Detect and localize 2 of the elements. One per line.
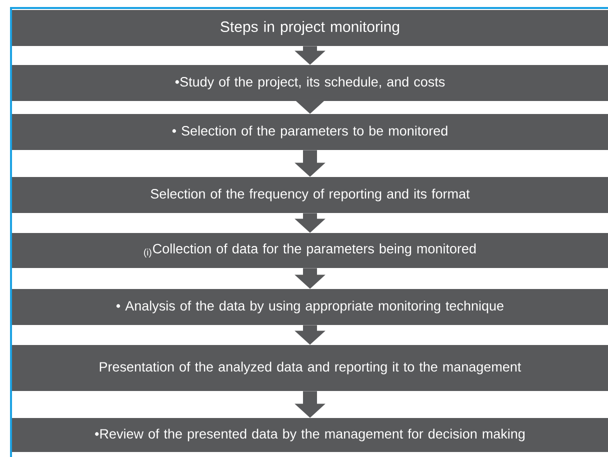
title-box: Steps in project monitoring — [12, 10, 608, 46]
step-box: •Review of the presented data by the management for decision making — [12, 418, 608, 452]
